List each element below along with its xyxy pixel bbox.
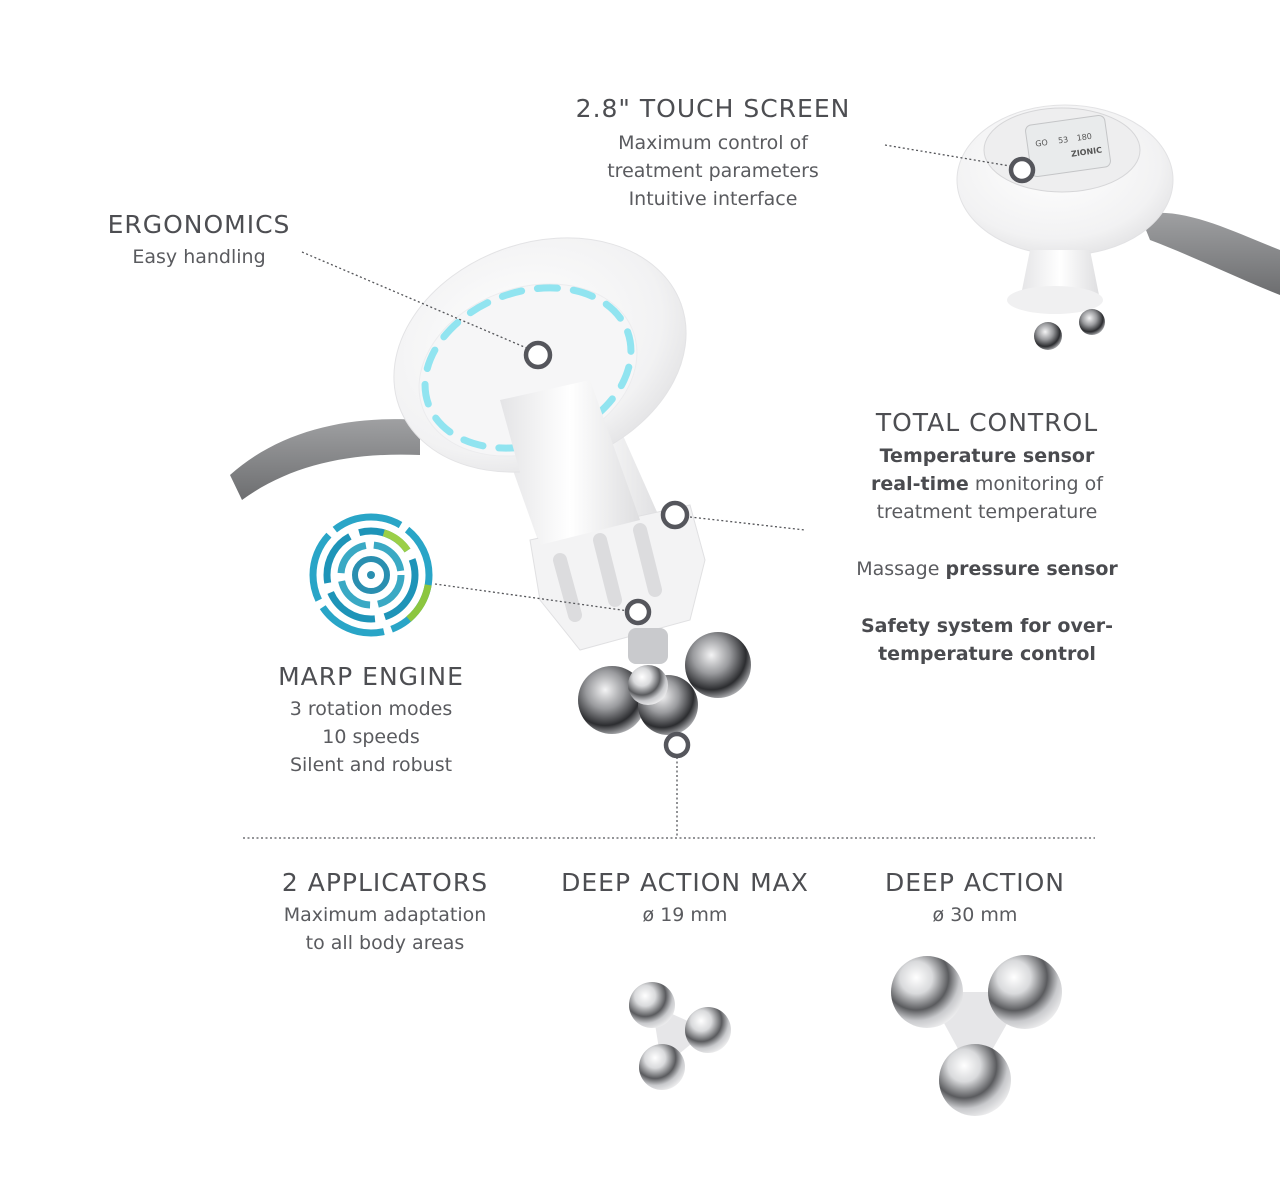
ergonomics-section: ERGONOMICS Easy handling xyxy=(99,210,299,271)
touch-screen-section: 2.8" TOUCH SCREEN Maximum control of tre… xyxy=(573,94,853,213)
chrome-applicator-main xyxy=(578,628,751,735)
hotspot-applicators[interactable] xyxy=(663,731,691,759)
marp-engine-line: Silent and robust xyxy=(289,754,453,776)
ergonomics-line: Easy handling xyxy=(132,246,266,268)
handpiece-main xyxy=(230,237,751,735)
applicator-deep-action xyxy=(891,955,1062,1116)
hotspot-marp-engine[interactable] xyxy=(624,598,652,626)
total-control-section: TOTAL CONTROL Temperature sensor real-ti… xyxy=(847,408,1127,668)
hotspot-total-control[interactable] xyxy=(660,500,690,530)
marp-engine-section: MARP ENGINE 3 rotation modes 10 speeds S… xyxy=(251,662,491,779)
touch-screen-title: 2.8" TOUCH SCREEN xyxy=(575,94,851,123)
device-screen-value: GO xyxy=(1034,137,1049,149)
touch-screen-line: Intuitive interface xyxy=(628,188,798,210)
pressure-sensor-label: pressure sensor xyxy=(945,558,1118,580)
device-screen-value: 180 xyxy=(1076,131,1093,143)
monitoring-text: monitoring of xyxy=(968,473,1103,495)
safety-system-label: Safety system for over- xyxy=(860,615,1113,637)
applicators-section: 2 APPLICATORS Maximum adaptation to all … xyxy=(255,868,515,957)
deep-action-size: ø 30 mm xyxy=(932,904,1018,926)
marp-engine-title: MARP ENGINE xyxy=(278,662,464,691)
applicators-line: Maximum adaptation xyxy=(283,904,487,926)
hotspot-ergonomics[interactable] xyxy=(523,340,553,370)
deep-action-max-size: ø 19 mm xyxy=(642,904,728,926)
deep-action-max-section: DEEP ACTION MAX ø 19 mm xyxy=(545,868,825,929)
applicators-title: 2 APPLICATORS xyxy=(281,868,489,897)
touch-screen-line: treatment parameters xyxy=(607,160,819,182)
ergonomics-title: ERGONOMICS xyxy=(107,210,291,239)
temperature-sensor-label: Temperature sensor xyxy=(879,445,1095,467)
leader-lines xyxy=(243,144,1095,839)
deep-action-max-title: DEEP ACTION MAX xyxy=(561,868,809,897)
deep-action-title: DEEP ACTION xyxy=(884,868,1065,897)
massage-text: Massage xyxy=(856,558,946,580)
device-screen-value: 53 xyxy=(1057,135,1069,146)
temperature-control-label: temperature control xyxy=(878,643,1096,665)
applicators-line: to all body areas xyxy=(305,932,465,954)
real-time-label: real-time xyxy=(871,473,969,495)
touch-screen-line: Maximum control of xyxy=(618,132,808,154)
applicator-deep-action-max xyxy=(629,982,731,1090)
marp-engine-line: 3 rotation modes xyxy=(289,698,453,720)
handpiece-top-view xyxy=(956,104,1280,350)
treatment-temperature-text: treatment temperature xyxy=(876,501,1098,523)
marp-engine-logo xyxy=(309,513,433,637)
deep-action-section: DEEP ACTION ø 30 mm xyxy=(855,868,1095,929)
marp-engine-line: 10 speeds xyxy=(322,726,420,748)
hotspot-touch-screen[interactable] xyxy=(1008,156,1036,184)
total-control-title: TOTAL CONTROL xyxy=(875,408,1099,437)
